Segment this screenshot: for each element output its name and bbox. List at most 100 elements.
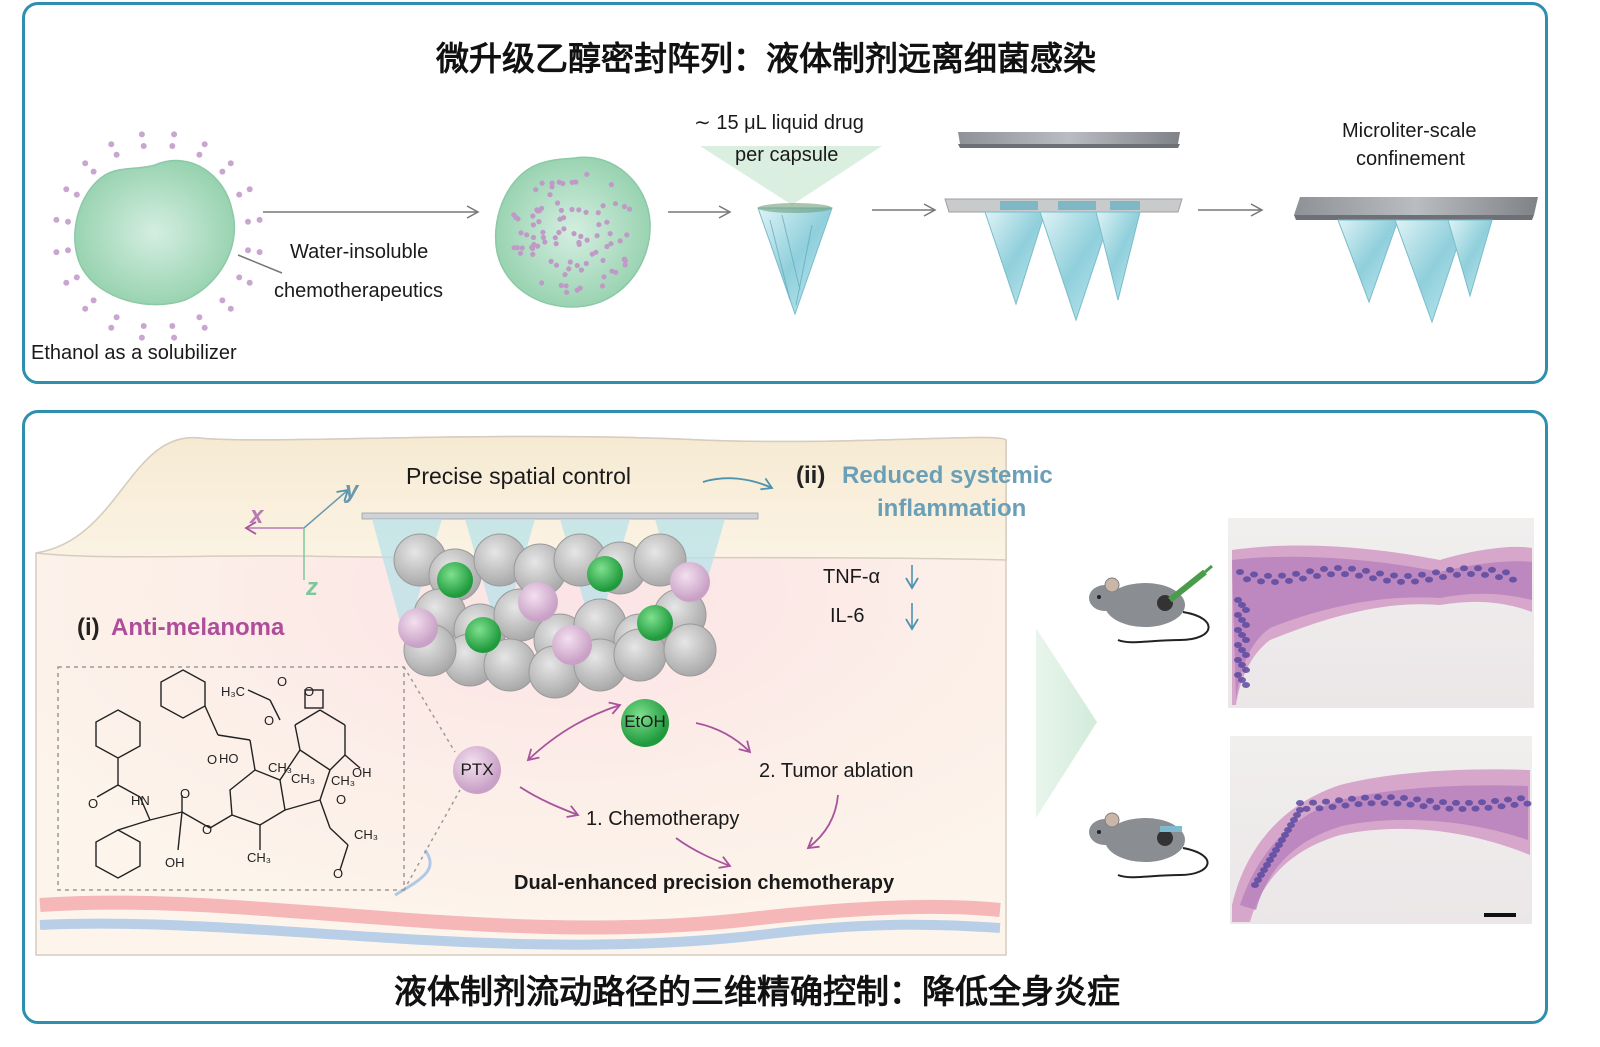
- ethanol-dot: [65, 218, 71, 225]
- drug-dot: [535, 243, 541, 249]
- drug-dot: [578, 233, 584, 239]
- zoom-line: [403, 789, 461, 891]
- nucleus: [1484, 804, 1493, 811]
- nucleus: [1234, 657, 1242, 663]
- drug-dot: [583, 260, 589, 267]
- drug-dot: [519, 245, 525, 251]
- ptx-label: PTX: [460, 760, 494, 779]
- nucleus: [1404, 572, 1412, 579]
- nucleus: [1290, 817, 1298, 823]
- nucleus: [1355, 572, 1363, 579]
- ethanol-dot: [63, 279, 70, 286]
- ablation-to-dual-arrow: [806, 794, 839, 850]
- drug-dot: [558, 282, 564, 289]
- drug-dot: [604, 243, 610, 250]
- drug-dot: [530, 222, 537, 228]
- nucleus: [1296, 800, 1304, 806]
- mol-ch3-b: CH₃: [291, 771, 316, 786]
- nucleus: [1390, 572, 1398, 579]
- nucleus: [1309, 799, 1317, 806]
- mol-oh-b: OH: [165, 855, 185, 870]
- nucleus: [1238, 632, 1246, 638]
- drug-dot: [584, 171, 590, 177]
- nucleus: [1446, 566, 1454, 573]
- nucleus: [1517, 795, 1525, 802]
- drug-loaded-gel: [494, 156, 651, 308]
- nucleus: [1348, 565, 1356, 572]
- nucleus: [1341, 571, 1349, 578]
- nucleus: [1471, 805, 1480, 812]
- drug-dot: [553, 262, 560, 268]
- drug-dot: [621, 203, 628, 210]
- nucleus: [1302, 805, 1311, 812]
- nucleus: [1334, 565, 1342, 572]
- ethanol-dot: [169, 323, 176, 329]
- confinement-label-line1: Microliter-scale: [1342, 120, 1477, 142]
- ethanol-dot: [90, 297, 97, 304]
- drug-dot: [540, 234, 547, 241]
- ethanol-dot: [196, 314, 203, 321]
- drug-dot: [594, 233, 600, 239]
- drug-dot: [518, 230, 524, 236]
- ethanol-dot: [246, 186, 253, 193]
- nucleus: [1327, 571, 1335, 578]
- drug-dot: [542, 239, 548, 245]
- i-label: Anti-melanoma: [111, 614, 285, 641]
- ethanol-dot: [53, 216, 60, 223]
- mol-o: O: [333, 866, 344, 881]
- nucleus: [1445, 805, 1454, 812]
- drug-dot: [530, 234, 537, 241]
- nucleus: [1236, 569, 1244, 575]
- drug-dot: [596, 222, 602, 228]
- nucleus: [1502, 569, 1510, 576]
- nucleus: [1242, 607, 1250, 613]
- mol-o: O: [277, 674, 288, 689]
- drug-dot: [574, 262, 580, 269]
- drug-dot: [557, 216, 563, 222]
- nucleus: [1504, 796, 1512, 803]
- ii-prefix: (ii): [796, 462, 826, 489]
- nucleus: [1242, 637, 1250, 643]
- nucleus: [1439, 799, 1447, 806]
- ethanol-dot: [82, 305, 89, 312]
- drug-dot: [567, 259, 573, 265]
- ethanol-dot: [246, 279, 253, 286]
- ptx-sphere: [518, 582, 558, 622]
- nucleus: [1460, 565, 1468, 572]
- zoom-line: [403, 666, 456, 753]
- ethanol-gel-blob: [53, 131, 263, 341]
- drug-dot: [624, 232, 630, 238]
- nucleus: [1328, 803, 1337, 810]
- nuclei: [1251, 794, 1532, 888]
- ethanol-dot: [171, 334, 178, 341]
- drug-dot: [601, 274, 607, 280]
- tumor-ablation-label: 2. Tumor ablation: [759, 760, 914, 782]
- nucleus: [1495, 574, 1503, 581]
- drug-dot: [552, 235, 558, 241]
- nucleus: [1242, 682, 1250, 688]
- ethanol-dot: [245, 247, 251, 254]
- ethanol-dot: [73, 191, 80, 198]
- drug-dot: [563, 283, 569, 289]
- dissolved-drug-dots: [511, 171, 633, 295]
- mol-o: O: [180, 786, 191, 801]
- drug-dot: [600, 203, 606, 209]
- ethanol-dot: [236, 274, 243, 281]
- nucleus: [1418, 571, 1426, 578]
- drug-dot: [536, 219, 542, 225]
- ptx-sphere-large: [453, 746, 501, 794]
- mol-ho: HO: [219, 751, 239, 766]
- drug-dot: [617, 238, 623, 244]
- scale-bar: [1484, 913, 1516, 917]
- ethanol-dot: [63, 186, 70, 193]
- nucleus: [1285, 577, 1293, 584]
- nucleus: [1260, 867, 1268, 873]
- drug-dot: [539, 180, 545, 186]
- ethanol-dot: [82, 160, 89, 167]
- nucleus: [1320, 565, 1328, 572]
- dual-label: Dual-enhanced precision chemotherapy: [514, 872, 895, 894]
- drug-dot: [549, 184, 555, 190]
- mol-o: O: [202, 822, 213, 837]
- ethanol-dot: [53, 249, 60, 256]
